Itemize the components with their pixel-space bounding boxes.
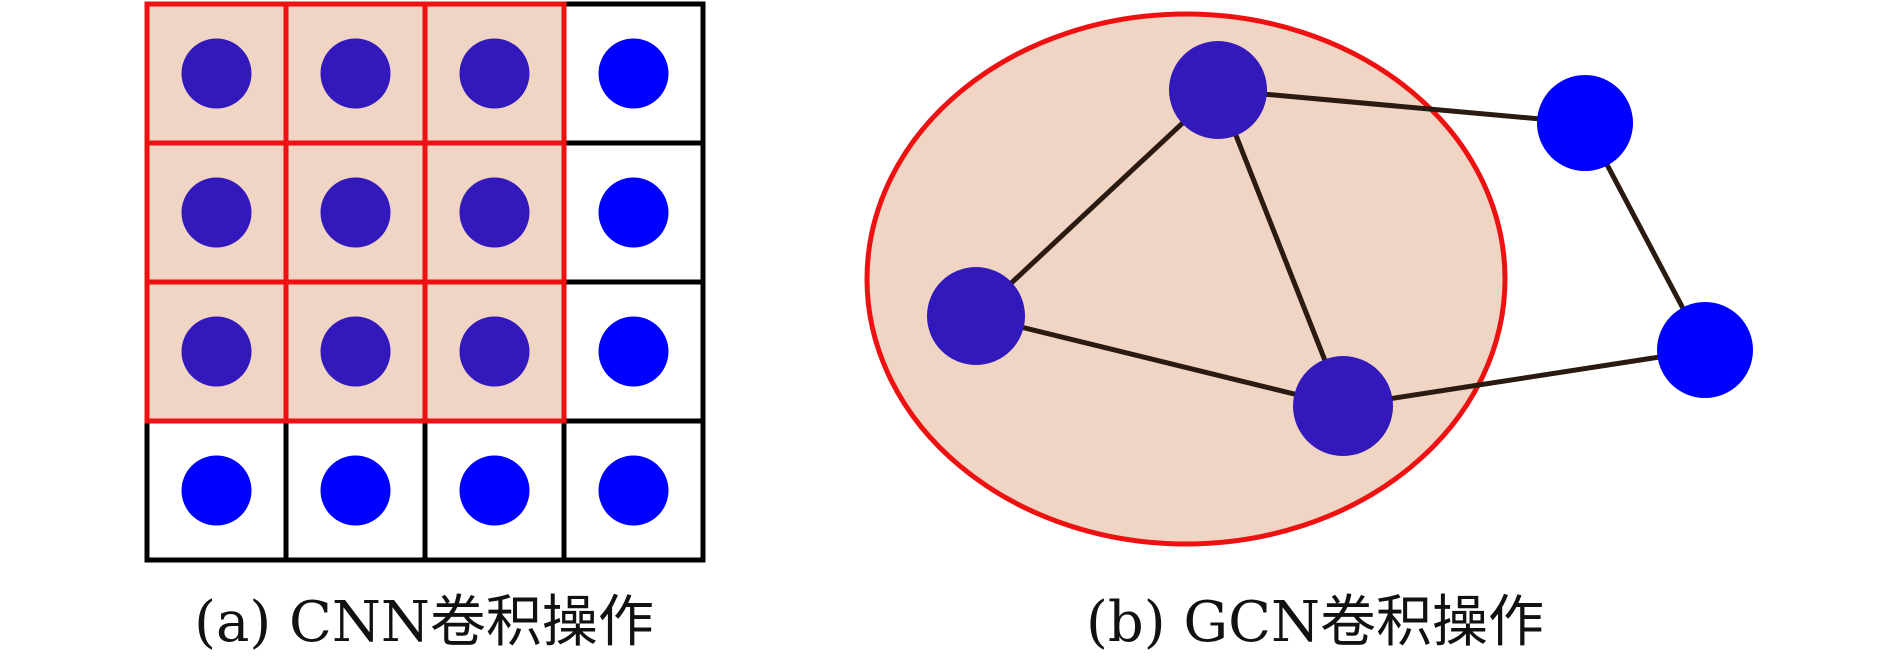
graph-edge <box>1217 87 1586 126</box>
panel-b-gcn-graph <box>864 11 1753 547</box>
grid-node <box>181 455 252 526</box>
grid-node-in-field <box>320 38 391 109</box>
grid-cell <box>561 418 706 563</box>
caption-a: (a) CNN卷积操作 <box>194 590 654 655</box>
graph-edge <box>975 313 1344 409</box>
graph-node-top <box>1169 41 1267 139</box>
grid-node-in-field <box>181 316 252 387</box>
grid-node <box>598 455 669 526</box>
grid-node-in-field <box>459 316 530 387</box>
graph-node-bottom <box>1293 356 1393 456</box>
graph-edge <box>974 88 1220 318</box>
receptive-field-cell-border <box>422 279 567 424</box>
grid-node-in-field <box>181 38 252 109</box>
grid-node <box>320 455 391 526</box>
grid-node-in-field <box>320 316 391 387</box>
grid-node <box>598 177 669 248</box>
grid-node <box>598 38 669 109</box>
graph-node-lower-right <box>1657 302 1753 398</box>
grid-node-in-field <box>181 177 252 248</box>
grid-node <box>459 455 530 526</box>
graph-edge <box>1215 89 1346 407</box>
grid-node-in-field <box>459 177 530 248</box>
caption-b: (b) GCN卷积操作 <box>1086 590 1544 655</box>
panel-a-cnn-grid <box>144 1 706 563</box>
graph-node-left <box>927 267 1025 365</box>
grid-node-in-field <box>459 38 530 109</box>
grid-node <box>598 316 669 387</box>
graph-edge <box>1342 347 1706 409</box>
graph-node-upper-right <box>1537 75 1633 171</box>
grid-node-in-field <box>320 177 391 248</box>
